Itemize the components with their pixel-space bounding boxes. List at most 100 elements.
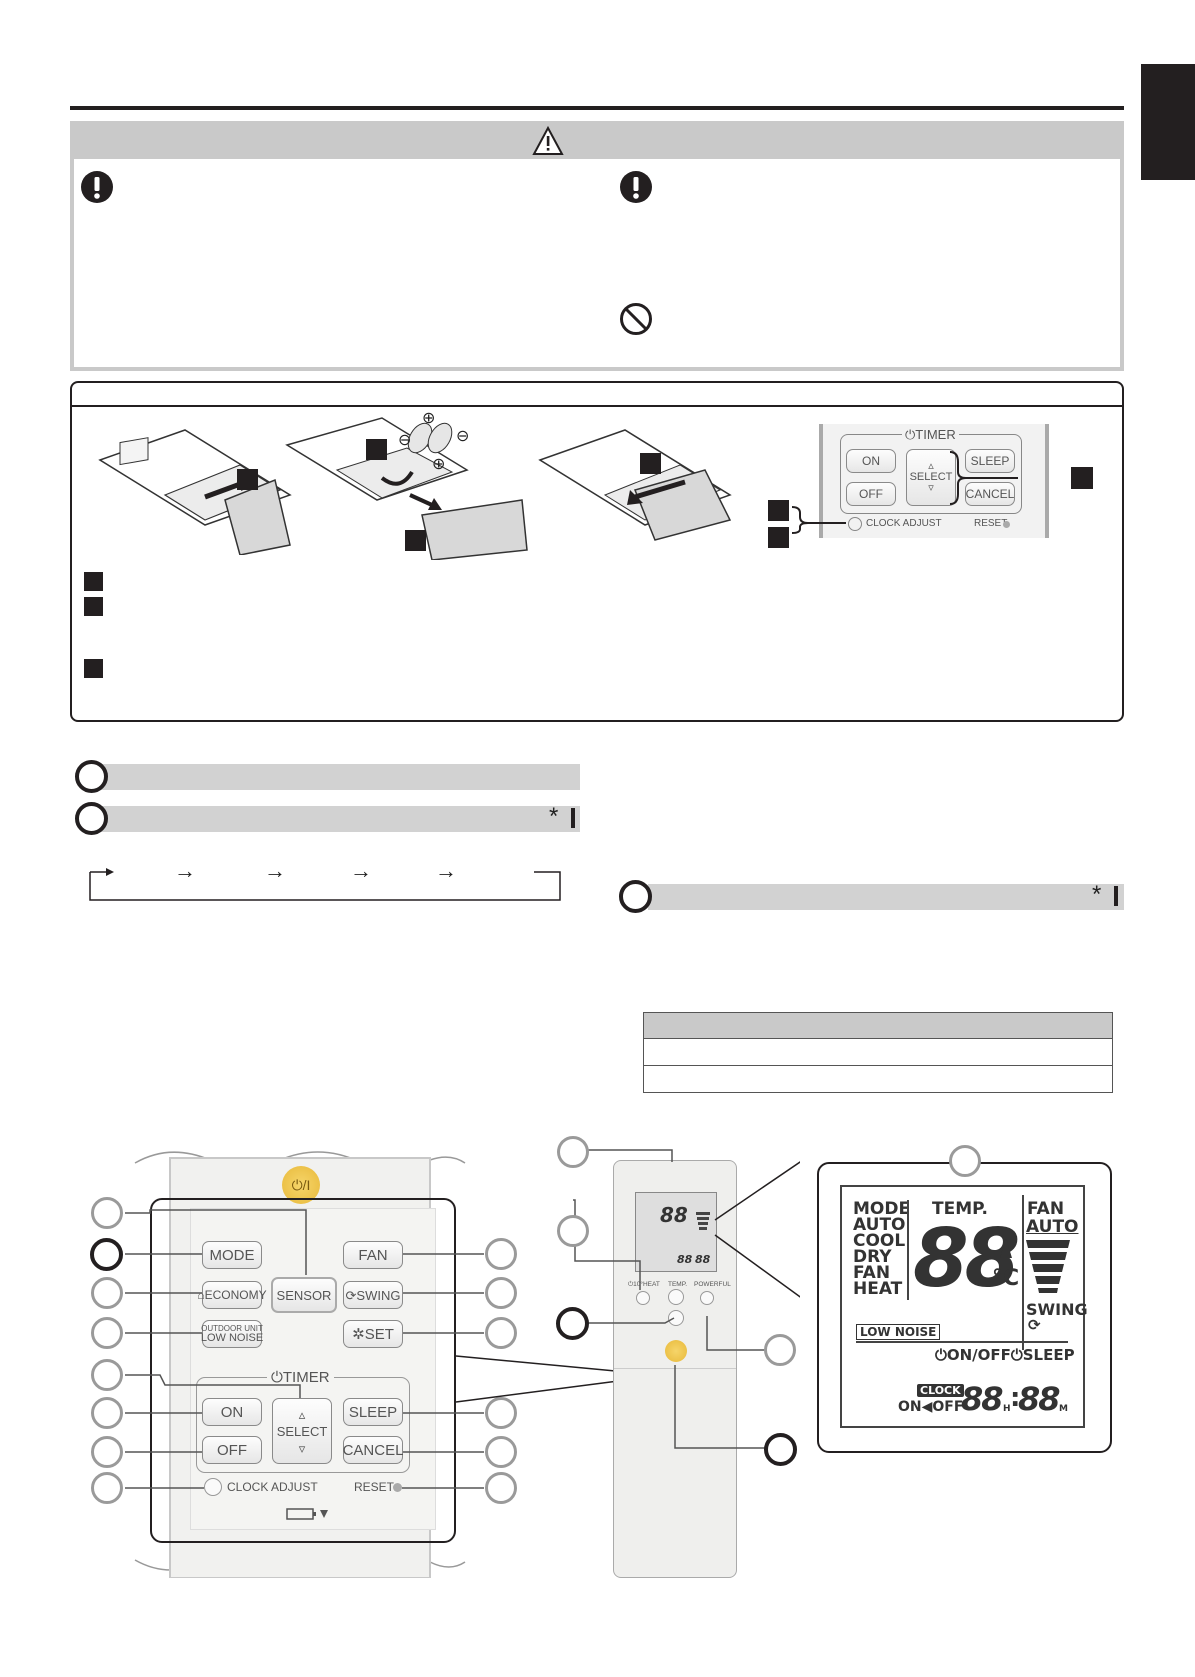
clock-adjust-hole[interactable]	[204, 1478, 222, 1496]
fan-button[interactable]: FAN	[343, 1241, 403, 1269]
lcd-low-noise: LOW NOISE	[856, 1324, 941, 1340]
flow-arrow: →	[350, 858, 372, 883]
lcd-callout-frame	[817, 1162, 1112, 1453]
small-lcd-fan-bars	[696, 1212, 710, 1230]
cancel-button[interactable]: CANCEL	[343, 1436, 403, 1464]
table-header-row	[643, 1012, 1113, 1039]
prohibition-icon	[620, 303, 652, 335]
sleep-button[interactable]: SLEEP	[343, 1398, 403, 1426]
reset-hole[interactable]	[393, 1483, 402, 1492]
set-button[interactable]: ✲SET	[343, 1320, 403, 1348]
lcd-temp-label: TEMP.	[932, 1199, 988, 1219]
temp-down-button[interactable]	[668, 1310, 684, 1326]
language-tab	[1141, 64, 1195, 180]
small-lcd-time: 88	[677, 1253, 693, 1266]
step-number-box	[768, 500, 789, 521]
outdoor-low-noise-button[interactable]: OUTDOOR UNIT LOW NOISE	[201, 1320, 263, 1348]
cancel-button[interactable]: CANCEL	[965, 482, 1015, 506]
section-number-circle	[619, 880, 652, 913]
on-button[interactable]: ON	[202, 1398, 262, 1426]
lcd-mode-divider	[907, 1200, 909, 1300]
reset-label: RESET	[974, 518, 1008, 529]
callout-circle	[485, 1397, 517, 1429]
clock-adjust-hole[interactable]	[848, 517, 862, 531]
small-power-button[interactable]	[665, 1340, 687, 1362]
step-number-box	[768, 527, 789, 548]
callout-circle	[91, 1359, 123, 1391]
timer-label: ⏻TIMER	[267, 1369, 334, 1386]
step-number-box	[640, 453, 661, 474]
flow-arrow: →	[435, 858, 457, 883]
select-button[interactable]: ▵ SELECT ▿	[272, 1398, 332, 1464]
polarity-minus: ⊖	[456, 428, 470, 445]
callout-circle	[485, 1472, 517, 1504]
lcd-temp-digits: 88	[913, 1212, 1020, 1305]
swing-arrow-icon: ⟳	[1028, 1316, 1041, 1334]
polarity-plus: ⊕	[432, 456, 446, 473]
reset-hole[interactable]	[1003, 521, 1010, 528]
marker-bar	[1114, 886, 1118, 906]
mode-button[interactable]: MODE	[202, 1241, 262, 1269]
off-button[interactable]: OFF	[846, 482, 896, 506]
clock-adjust-label: CLOCK ADJUST	[866, 518, 942, 529]
lcd-time-colon: :	[1010, 1383, 1021, 1413]
step-number-box	[405, 530, 426, 551]
caution-triangle-icon	[532, 126, 564, 155]
lcd-time-hours: 88	[961, 1380, 1004, 1418]
marker-bar	[571, 808, 575, 828]
section-number-circle	[75, 760, 108, 793]
callout-circle	[764, 1433, 797, 1466]
warning-header	[70, 121, 1124, 159]
small-remote-lcd	[635, 1192, 717, 1272]
outdoor-unit-label: OUTDOOR UNIT	[201, 1323, 263, 1333]
lcd-on-off: ON◀OFF	[898, 1399, 964, 1415]
temp-up-button[interactable]	[668, 1289, 684, 1305]
lcd-timer-modes: ⏻ON/OFF⏻SLEEP	[935, 1346, 1075, 1364]
step-number-box	[366, 439, 387, 460]
lcd-mode-heat: HEAT	[853, 1279, 903, 1299]
callout-circle	[556, 1307, 589, 1340]
table-row	[643, 1039, 1113, 1066]
lcd-screen	[840, 1185, 1085, 1428]
callout-circle	[485, 1436, 517, 1468]
power-button[interactable]: ⏻/I	[282, 1166, 320, 1204]
header-rule	[70, 106, 1124, 110]
small-lcd-time-minutes: 88	[695, 1253, 711, 1266]
heat-button[interactable]	[636, 1291, 650, 1305]
clock-adjust-label: CLOCK ADJUST	[227, 1480, 318, 1494]
section-bar	[92, 764, 580, 790]
callout-circle	[91, 1397, 123, 1429]
lcd-mode-cool: COOL	[853, 1231, 906, 1251]
down-arrow-icon: ▿	[298, 1440, 306, 1456]
select-button[interactable]: ▵ SELECT ▿	[906, 449, 956, 506]
callout-circle	[485, 1238, 517, 1270]
economy-button[interactable]: ⌂ECONOMY	[197, 1281, 267, 1309]
remote-highlight-frame	[150, 1198, 456, 1543]
flow-arrow: →	[174, 858, 196, 883]
asterisk-mark: *	[549, 803, 559, 830]
off-button[interactable]: OFF	[202, 1436, 262, 1464]
up-arrow-icon: ▵	[928, 460, 934, 472]
lcd-clock-badge: CLOCK	[917, 1384, 964, 1397]
callout-circle	[91, 1436, 123, 1468]
step-number-box	[1071, 467, 1093, 489]
section-bar	[648, 884, 1124, 910]
small-lcd-digits: 88	[660, 1203, 688, 1227]
on-button[interactable]: ON	[846, 449, 896, 473]
callout-circle	[485, 1317, 517, 1349]
lcd-middle-divider	[856, 1341, 1068, 1343]
callout-circle	[91, 1472, 123, 1504]
small-remote-callout-lines	[573, 1149, 800, 1449]
callout-circle	[91, 1317, 123, 1349]
powerful-button[interactable]	[700, 1291, 714, 1305]
warning-box	[70, 159, 1124, 371]
zoom-lines	[455, 1355, 627, 1403]
swing-button[interactable]: ⟳SWING	[343, 1281, 403, 1309]
lcd-mode-dry: DRY	[853, 1247, 892, 1267]
sleep-button[interactable]: SLEEP	[965, 449, 1015, 473]
table-row	[643, 1066, 1113, 1093]
sensor-button[interactable]: SENSOR	[271, 1277, 337, 1313]
lcd-mode-auto: AUTO	[853, 1215, 906, 1235]
remote-cover-close-illustration	[538, 429, 732, 541]
flow-arrow: →	[264, 858, 286, 883]
